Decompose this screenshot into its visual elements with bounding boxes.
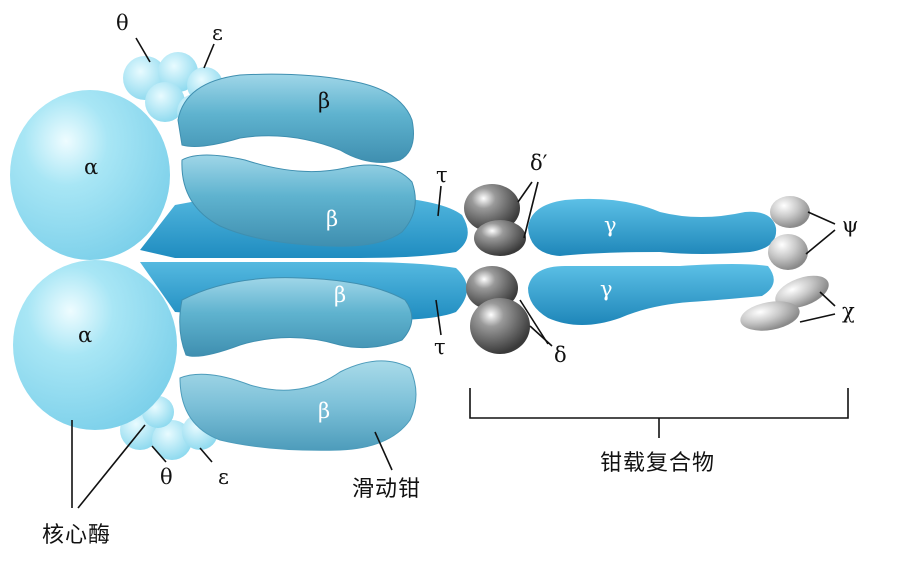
- beta-subunit-1: [177, 73, 414, 163]
- label-beta-1: β: [318, 89, 330, 113]
- gamma-subunit-top: [528, 198, 777, 256]
- psi-subunits: [768, 196, 810, 270]
- alpha-subunit-bottom: [13, 260, 177, 430]
- chi-subunits: [740, 275, 829, 331]
- label-tau-bottom: τ: [434, 335, 446, 359]
- label-beta-2: β: [326, 207, 338, 231]
- leader-lines: [71, 37, 836, 509]
- label-core-enzyme: 核心酶: [42, 523, 111, 548]
- alpha-subunit-top: [10, 90, 170, 260]
- label-chi: χ: [842, 299, 855, 323]
- beta-subunit-4: [179, 360, 417, 451]
- label-epsilon-bottom: ε: [218, 465, 229, 489]
- label-epsilon-top: ε: [212, 21, 223, 45]
- delta-subunits: [466, 266, 530, 354]
- label-theta-top: θ: [116, 11, 129, 35]
- label-alpha-top: α: [84, 155, 98, 179]
- label-gamma-top: γ: [604, 213, 617, 237]
- clamp-loader-bracket: [469, 388, 849, 438]
- beta-subunit-3: [179, 277, 413, 357]
- label-sliding-clamp: 滑动钳: [352, 477, 421, 502]
- label-beta-4: β: [318, 399, 330, 423]
- label-alpha-bottom: α: [78, 323, 92, 347]
- label-gamma-bottom: γ: [600, 277, 613, 301]
- label-tau-top: τ: [436, 163, 448, 187]
- label-clamp-loader: 钳载复合物: [600, 451, 715, 476]
- label-theta-bottom: θ: [160, 465, 173, 489]
- beta-subunit-2: [181, 154, 416, 247]
- delta-prime-subunits: [464, 184, 526, 256]
- label-delta: δ: [554, 343, 567, 367]
- gamma-subunit-bottom: [528, 264, 774, 325]
- label-delta-prime: δ′: [530, 151, 548, 175]
- label-beta-3: β: [334, 283, 346, 307]
- label-psi: ψ: [842, 213, 858, 237]
